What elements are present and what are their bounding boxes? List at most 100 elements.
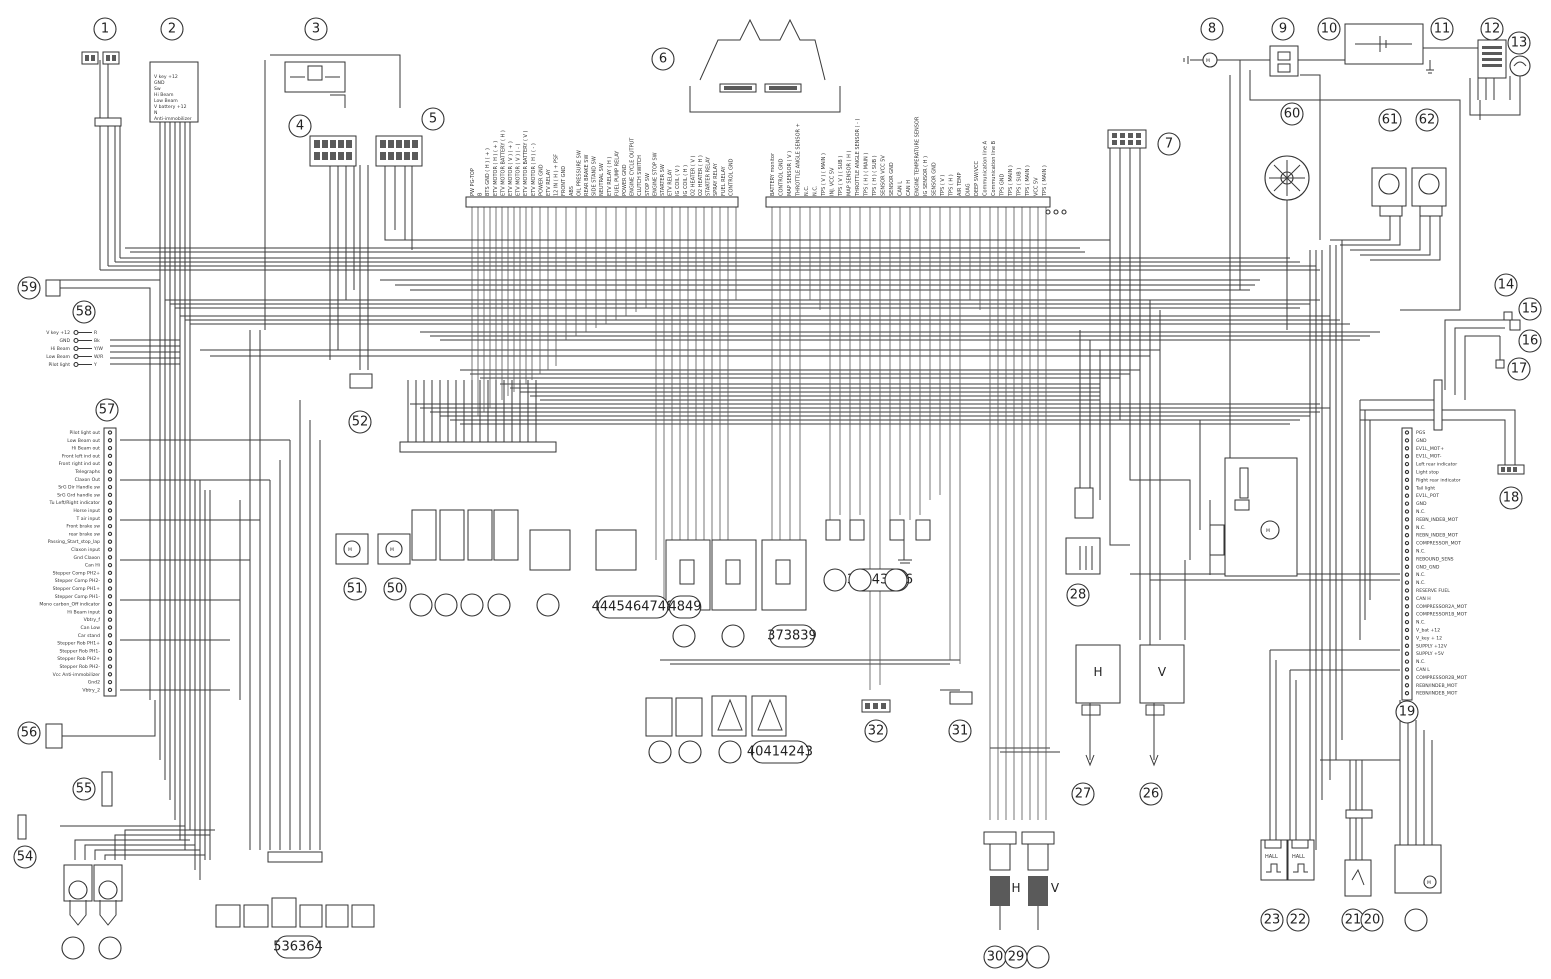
empty-callout-circle xyxy=(487,593,511,617)
dashboard-pin-label: Vcc Anti-immobilizer xyxy=(53,672,100,678)
callout-number: 56 xyxy=(21,726,38,741)
callout-number: 21 xyxy=(1345,913,1362,928)
ecu-right-pin-label: CONTROL GND xyxy=(779,158,785,196)
dashboard-pin-label: Front left ind out xyxy=(62,453,100,459)
dashboard-pin-label: Vbtry_f xyxy=(84,617,101,623)
ecu-left-pin-label: IG COIL ( V ) xyxy=(675,165,681,196)
ecu-left-pin-label: ENGINE STOP SW xyxy=(652,152,658,196)
dashboard-pin-label: Car stand xyxy=(78,633,100,639)
callout-number: 20 xyxy=(1364,913,1381,928)
ecu-right-pin-label: TPS ( MAIN ) xyxy=(1042,165,1048,197)
bus-label: Low Beam xyxy=(46,354,70,360)
abs-pin-label: SUPPLY +5V xyxy=(1416,651,1445,657)
abs-pin xyxy=(1404,667,1410,672)
abs-pin xyxy=(1404,675,1410,680)
callout-number: 59 xyxy=(21,281,38,296)
ecu-right-pin-label: SENSOR GND xyxy=(889,162,895,196)
callout-number: 8 xyxy=(1208,22,1216,37)
dashboard-pin xyxy=(107,640,113,646)
abs-pin xyxy=(1404,588,1410,593)
conn2-label-0: V key +12 xyxy=(154,74,178,80)
component-9-starter-relay xyxy=(1269,45,1299,77)
callout-number: 5 xyxy=(429,112,437,127)
dashboard-pin-label: Stepper Comp PH1- xyxy=(55,594,101,600)
dashboard-pin xyxy=(107,570,113,576)
abs-pin-label: RESERVE FUEL xyxy=(1416,588,1450,594)
ecu-left-pin-label: ABS xyxy=(569,186,575,196)
callout-5: 5 xyxy=(421,107,445,131)
empty-callout-circle xyxy=(409,593,433,617)
abs-pin xyxy=(1404,619,1410,625)
component-54-antenna xyxy=(17,814,27,840)
ecu-left-pin-label: ETV RELAY ( H ) xyxy=(607,157,613,196)
connector-right-midway xyxy=(1433,379,1443,431)
empty-callout-circle xyxy=(1026,945,1050,969)
ecu-right-pin-label: TPS ( H ) xyxy=(949,174,955,197)
dashboard-pin xyxy=(107,555,113,560)
empty-callout-circle xyxy=(648,740,672,764)
dashboard-pin xyxy=(107,656,113,661)
abs-pin xyxy=(1404,659,1410,664)
conn2-label-4: Low Beam xyxy=(154,98,178,104)
abs-pin xyxy=(1404,525,1410,530)
abs-pin xyxy=(1404,580,1410,585)
ecu-left-pin-label: ETV MOTOR ( H ) ( - ) xyxy=(531,143,537,196)
dashboard-pin xyxy=(107,617,113,622)
bus-label: Pilot light xyxy=(49,362,71,368)
component-2-key-switch: V key +12 GND Sw Hi Beam Low Beam V batt… xyxy=(149,61,199,123)
dashboard-pin-label: Can Low xyxy=(81,625,101,631)
dashboard-pin xyxy=(107,664,113,669)
callout-19: 19 xyxy=(1395,700,1419,724)
callout-number: 6 xyxy=(659,52,667,67)
ecu-right-pin-label: ENGINE TEMPERATURE SENSOR xyxy=(915,116,921,196)
abs-pin xyxy=(1404,596,1410,601)
bus-terminal xyxy=(73,337,79,344)
component-stepper-actuators xyxy=(63,864,123,926)
ecu-left-pin-label: STOP SW xyxy=(645,173,651,196)
bus-terminal xyxy=(73,353,79,360)
callout-number: 18 xyxy=(1503,491,1520,506)
ecu-left-pin-label: STARTER SW xyxy=(660,164,666,196)
ecu-left-pin-label: O2 HEATER ( H ) xyxy=(698,155,704,196)
callout-6: 6 xyxy=(651,47,675,71)
component-14-17-sensors xyxy=(1495,311,1521,369)
component-13-generator xyxy=(1469,55,1531,100)
abs-pin xyxy=(1404,683,1410,688)
dashboard-pin xyxy=(107,633,113,638)
ecu-left-pin-label: ETV MOTOR BATTERY ( H ) xyxy=(500,130,506,196)
ecu-left-pin-label: ETV MOTOR ( V ) ( - ) xyxy=(516,143,522,196)
ecu-left-pin-label: ETV MOTOR ( V ) ( + ) xyxy=(508,141,514,196)
abs-pin xyxy=(1404,564,1410,569)
abs-pin-label: GND xyxy=(1416,438,1427,444)
callout-number: 62 xyxy=(1419,113,1436,128)
bus-wire-code: W/R xyxy=(94,354,104,360)
dashboard-pin-label: Hi Beam out xyxy=(72,446,101,452)
svg-text:M: M xyxy=(1266,528,1270,534)
ecu-right-pin-label: N.C. xyxy=(813,185,819,196)
ecu-right-pin-label: TPS ( MAIN ) xyxy=(1025,165,1031,197)
dashboard-pin-label: Stepper Rob PH2- xyxy=(59,664,100,670)
callout-number: 27 xyxy=(1075,787,1092,802)
ecu-right-pin-label: TPS ( MAIN ) xyxy=(1008,165,1014,197)
callout-number: 7 xyxy=(1165,137,1173,152)
dashboard-pin-label: Claxon Out xyxy=(75,477,101,483)
ecu-left-pin-label: REAR BRAKE SW xyxy=(584,155,590,196)
abs-pin-label: GND_GND xyxy=(1416,564,1440,570)
dashboard-pin-label: Pilot light out xyxy=(70,430,101,436)
hall-label-23: HALL xyxy=(1265,854,1278,860)
dashboard-pin xyxy=(107,430,113,435)
callout-16: 16 xyxy=(1518,329,1542,353)
dashboard-pin xyxy=(107,469,113,474)
callout-23: 23 xyxy=(1260,908,1284,932)
callout-number: 16 xyxy=(1522,334,1539,349)
dashboard-pin-label: Stepper Rob PH2+ xyxy=(57,656,100,662)
abs-pin-label: PGS xyxy=(1416,430,1425,436)
dashboard-pin-label: Front brake sw xyxy=(66,524,100,530)
svg-text:M: M xyxy=(390,547,394,553)
callout-47: 61 xyxy=(1378,108,1402,132)
bus-wire-code: Y/W xyxy=(93,346,103,352)
callout-2: 2 xyxy=(160,17,184,41)
ecu-right-pin-label: N.C. xyxy=(804,185,810,196)
abs-pin-label: N.C. xyxy=(1416,572,1426,578)
dashboard-pin-label: Stepper Comp PH2- xyxy=(55,578,101,584)
